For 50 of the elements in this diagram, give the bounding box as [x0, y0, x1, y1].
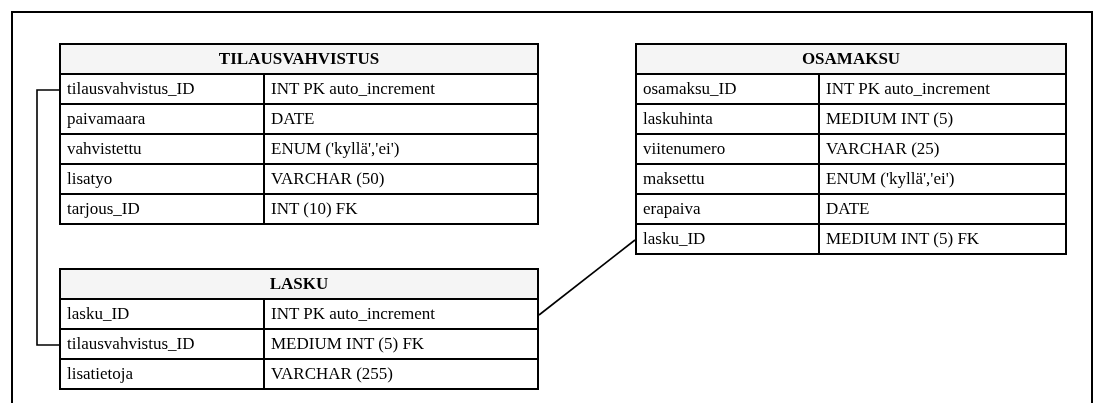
table-row	[637, 133, 1065, 163]
column-type: ENUM ('kyllä','ei')	[825, 167, 956, 190]
table-row	[61, 163, 537, 193]
column-type: INT PK auto_increment	[270, 302, 436, 325]
column-name: erapaiva	[637, 195, 820, 223]
table-row	[637, 73, 1065, 103]
column-name: tarjous_ID	[61, 195, 265, 223]
column-name: tilausvahvistus_ID	[61, 330, 265, 358]
column-name: laskuhinta	[637, 105, 820, 133]
table-row	[61, 103, 537, 133]
column-type: VARCHAR (255)	[270, 362, 394, 385]
table-row	[61, 73, 537, 103]
relationship-line	[538, 239, 636, 316]
column-name: lasku_ID	[61, 300, 265, 328]
column-type: MEDIUM INT (5) FK	[270, 332, 426, 355]
column-type: VARCHAR (25)	[825, 137, 941, 160]
table-row	[61, 328, 537, 358]
column-type: DATE	[825, 197, 871, 220]
column-type: ENUM ('kyllä','ei')	[270, 137, 401, 160]
column-type: INT PK auto_increment	[825, 77, 991, 100]
table-header: LASKU	[61, 270, 537, 298]
relationship-line	[36, 89, 60, 346]
table	[635, 43, 1067, 255]
table-row	[637, 193, 1065, 223]
column-name: maksettu	[637, 165, 820, 193]
table	[59, 43, 539, 225]
column-name: lisatietoja	[61, 360, 265, 388]
column-type: MEDIUM INT (5) FK	[825, 227, 981, 250]
table-header: OSAMAKSU	[637, 45, 1065, 73]
column-name: paivamaara	[61, 105, 265, 133]
table-header: TILAUSVAHVISTUS	[61, 45, 537, 73]
table-row	[637, 163, 1065, 193]
column-name: lisatyo	[61, 165, 265, 193]
column-name: vahvistettu	[61, 135, 265, 163]
table-row	[61, 358, 537, 388]
column-type: INT (10) FK	[270, 197, 359, 220]
column-name: lasku_ID	[637, 225, 820, 253]
column-type: VARCHAR (50)	[270, 167, 386, 190]
table-row	[637, 223, 1065, 253]
column-name: viitenumero	[637, 135, 820, 163]
table-row	[61, 193, 537, 223]
table	[59, 268, 539, 390]
column-type: INT PK auto_increment	[270, 77, 436, 100]
table-row	[61, 298, 537, 328]
column-type: DATE	[270, 107, 316, 130]
column-type: MEDIUM INT (5)	[825, 107, 955, 130]
table-row	[637, 103, 1065, 133]
table-row	[61, 133, 537, 163]
column-name: tilausvahvistus_ID	[61, 75, 265, 103]
column-name: osamaksu_ID	[637, 75, 820, 103]
